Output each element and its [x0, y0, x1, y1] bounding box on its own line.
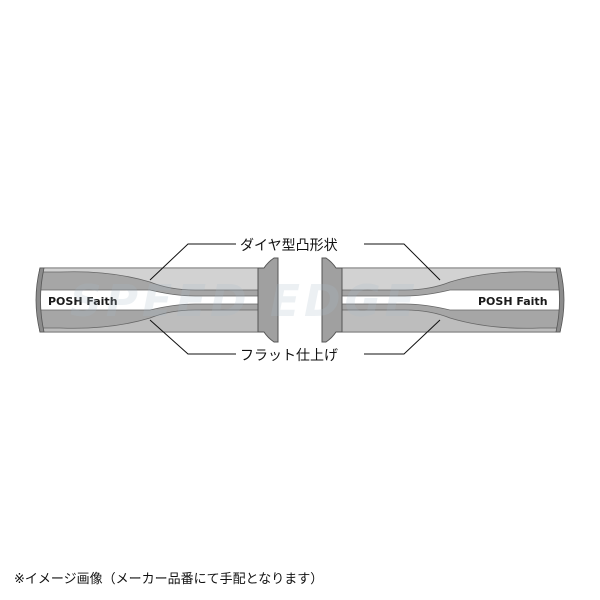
left-grip-endcap [35, 267, 45, 333]
left-grip-brand: POSH Faith [48, 295, 118, 308]
right-grip: POSH Faith [321, 257, 565, 343]
callout-bottom-lines [149, 319, 441, 355]
callout-top-right-line [364, 243, 441, 281]
right-grip-bottom-pattern [341, 309, 561, 333]
footnote: ※イメージ画像（メーカー品番にて手配となります） [14, 572, 324, 587]
right-grip-endcap [555, 267, 565, 333]
left-grip-bottom-pattern [39, 309, 259, 333]
right-grip-flange [321, 257, 343, 343]
bottom-callout-label: フラット仕上げ [236, 345, 342, 365]
callout-top-left-line [149, 243, 236, 281]
top-callout-label: ダイヤ型凸形状 [236, 235, 342, 255]
left-grip: POSH Faith [35, 257, 279, 343]
callout-bottom-left-line [149, 319, 236, 355]
right-grip-brand: POSH Faith [478, 295, 548, 308]
callout-bottom-right-line [364, 319, 441, 355]
left-grip-top-pattern [39, 267, 259, 291]
right-grip-top-pattern [341, 267, 561, 291]
left-grip-flange [257, 257, 279, 343]
callout-top-lines [149, 243, 441, 281]
